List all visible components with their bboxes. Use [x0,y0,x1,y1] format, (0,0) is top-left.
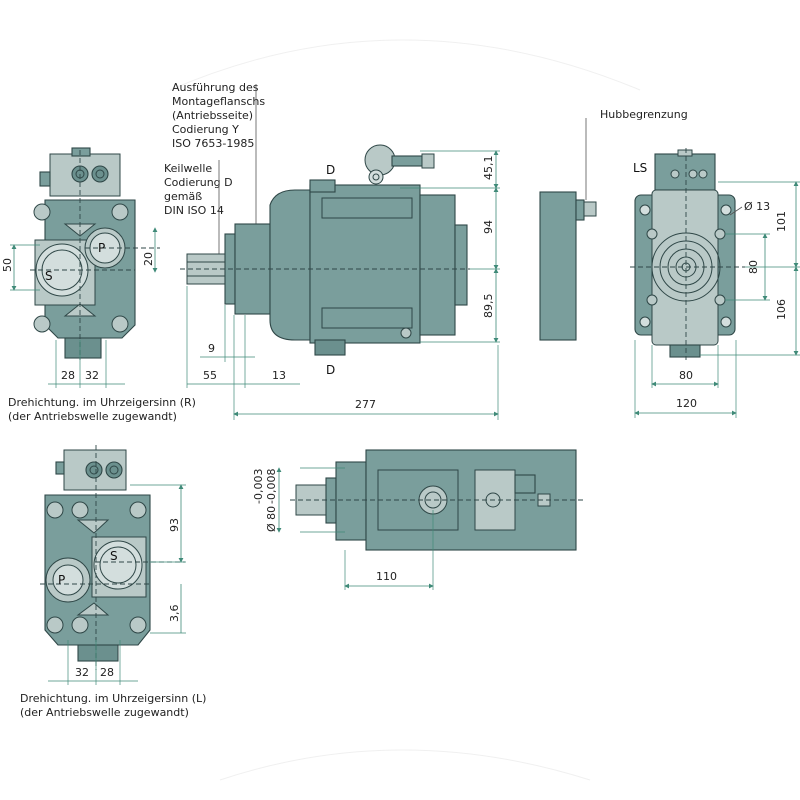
svg-text:DIN ISO 14: DIN ISO 14 [164,204,224,217]
dim-9: 9 [208,342,215,355]
dim-80-horizontal: 80 [679,369,693,382]
dim-93: 93 [168,518,181,532]
dim-106: 106 [775,299,788,320]
port-label-s: S [45,269,53,283]
svg-text:Ausführung des: Ausführung des [172,81,259,94]
dim-pilot-tol-upper: -0,003 [252,469,265,504]
watermark [169,39,641,781]
rotation-note-r-line2: (der Antriebswelle zugewandt) [8,410,177,423]
dim-277: 277 [355,398,376,411]
dim-80-vertical: 80 [747,260,760,274]
svg-text:Keilwelle: Keilwelle [164,162,212,175]
dim-3-6: 3,6 [168,605,181,623]
shaft-annotation: Keilwelle Codierung D gemäß DIN ISO 14 [164,160,233,255]
suction-port-l [93,540,143,590]
drain-label-top: D [326,163,335,177]
rotation-note-l-line1: Drehichtung. im Uhrzeigersinn (L) [20,692,206,705]
svg-text:ISO 7653-1985: ISO 7653-1985 [172,137,254,150]
pump-body [309,184,421,344]
drain-label-bottom: D [326,363,335,377]
rotation-note-l-line2: (der Antriebswelle zugewandt) [20,706,189,719]
svg-text:(Antriebsseite): (Antriebsseite) [172,109,253,122]
top-view: -0,003 -0,008 Ø 80 110 [252,449,585,590]
side-view: D D 45,1 94 89,5 9 55 13 277 [180,144,500,420]
dim-28: 28 [61,369,75,382]
dim-bolt-hole: Ø 13 [744,200,770,213]
dim-28-l: 28 [100,666,114,679]
rear-view-r: S P 50 20 28 32 Drehichtung. im Uhrzeige… [1,147,196,423]
dim-pilot-tol-lower: -0,008 [265,469,278,504]
port-label-p: P [98,241,105,255]
dim-32-l: 32 [75,666,89,679]
dim-45-1: 45,1 [482,156,495,181]
dim-50: 50 [1,258,14,272]
front-view: LS Ø 13 101 106 80 80 120 [630,148,800,418]
port-label-p-l: P [58,573,65,587]
controller-side-view: Hubbegrenzung [539,108,688,341]
rotation-note-r-line1: Drehichtung. im Uhrzeigersinn (R) [8,396,196,409]
ls-port-label: LS [633,161,647,175]
stroke-limiter-head [364,144,396,176]
svg-text:Codierung D: Codierung D [164,176,233,189]
flange-annotation: Ausführung des Montageflanschs (Antriebs… [172,81,265,230]
dim-55: 55 [203,369,217,382]
dim-120: 120 [676,397,697,410]
rear-view-l: S P 93 3,6 32 28 Drehichtung. im Uhrzeig… [20,445,206,719]
dim-110: 110 [376,570,397,583]
port-label-s-l: S [110,549,118,563]
dim-32: 32 [85,369,99,382]
dim-20: 20 [142,252,155,266]
dim-94: 94 [482,220,495,234]
stroke-limiter-label: Hubbegrenzung [600,108,688,121]
dim-89-5: 89,5 [482,294,495,319]
dim-13: 13 [272,369,286,382]
svg-text:Montageflanschs: Montageflanschs [172,95,265,108]
svg-text:Codierung Y: Codierung Y [172,123,239,136]
dim-pilot-diameter: Ø 80 [265,506,278,532]
svg-text:gemäß: gemäß [164,190,202,203]
dim-101: 101 [775,211,788,232]
